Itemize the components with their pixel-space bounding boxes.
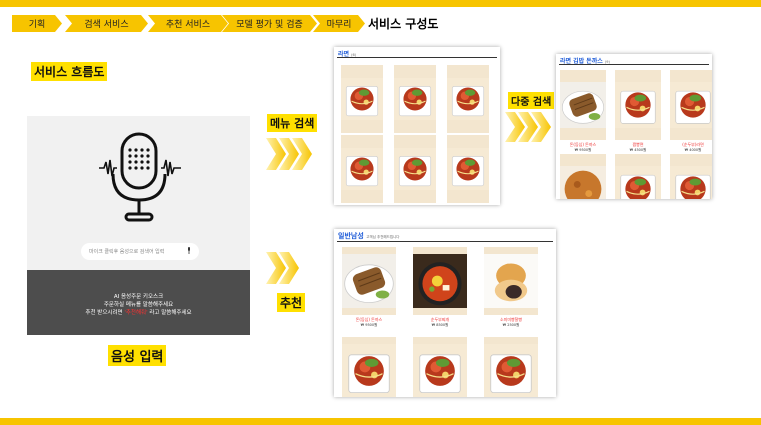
menu-item-card[interactable]	[341, 135, 383, 205]
search-result-panel: 라면 (6) 짬뽕면₩ 4500원(순두부)라면₩ 4000원치즈라면₩ 500…	[334, 47, 500, 205]
food-image	[560, 70, 606, 140]
nav-step-search-service[interactable]: 검색 서비스	[65, 15, 148, 32]
flow-label: 서비스 흐름도	[31, 62, 108, 81]
menu-item-price: ₩ 4000원	[684, 148, 702, 152]
menu-item-card[interactable]	[560, 154, 606, 199]
chevron-arrow-icon	[266, 138, 312, 170]
recommend-label: 추천	[277, 293, 306, 312]
menu-item-price: ₩ 8500원	[431, 323, 449, 327]
menu-item-card[interactable]: 짬뽕면₩ 4500원	[615, 70, 661, 154]
menu-search-label: 메뉴 검색	[267, 114, 318, 132]
menu-item-name: 짬뽕면	[632, 142, 644, 147]
top-accent-bar	[0, 0, 761, 7]
guide-text: 라고 말씀해주세요	[147, 310, 192, 316]
panel-header-sub: (6)	[351, 53, 357, 57]
panel-header-sub: 고객님 추천해드립니다	[366, 235, 400, 239]
microphone-icon[interactable]	[99, 130, 181, 226]
panel-header-sub: (9)	[604, 60, 610, 64]
menu-item-card[interactable]	[447, 135, 489, 205]
food-image	[341, 135, 383, 203]
panel-header: 라면 김밥 돈까스 (9)	[560, 56, 610, 65]
food-image	[670, 154, 712, 199]
food-image	[670, 70, 712, 140]
menu-item-card[interactable]	[413, 337, 467, 397]
guide-line-3: 추천 받으시려면 '추천해줘' 라고 말씀해주세요	[27, 308, 250, 316]
menu-item-name: 순두부찌개	[430, 317, 450, 322]
food-image	[447, 65, 489, 133]
guide-keyword: '추천해줘'	[124, 310, 148, 316]
nav-step-wrapup[interactable]: 마무리	[313, 15, 365, 32]
voice-kiosk-screen: 마이크 클릭후 음성으로 검색어 입력 AI 음성주문 키오스크 주문하실 메뉴…	[27, 116, 250, 335]
menu-item-name: (순두부)라면	[682, 142, 704, 147]
food-image	[615, 70, 661, 140]
menu-item-name: 돈(등심) 돈까스	[569, 142, 597, 147]
guide-line-2: 주문하실 메뉴를 말씀해주세요	[103, 302, 174, 308]
food-image	[394, 135, 436, 203]
menu-item-price: ₩ 9500원	[360, 323, 378, 327]
food-image	[484, 337, 538, 397]
menu-item-card[interactable]	[615, 154, 661, 199]
panel-header: 라면 (6)	[338, 49, 356, 58]
food-image	[341, 65, 383, 133]
menu-item-card[interactable]: 짬뽕면₩ 4500원	[341, 65, 383, 147]
panel-header-text: 라면 김밥 돈까스	[560, 58, 603, 65]
menu-item-card[interactable]	[342, 337, 396, 397]
menu-item-card[interactable]: 돈(등심) 돈까스₩ 9500원	[342, 247, 396, 329]
food-image	[560, 154, 606, 199]
divider	[559, 64, 709, 65]
food-image	[342, 337, 396, 397]
guide-line-1: AI 음성주문 키오스크	[113, 294, 164, 300]
menu-item-card[interactable]: 순두부찌개₩ 8500원	[413, 247, 467, 329]
guide-panel: AI 음성주문 키오스크 주문하실 메뉴를 말씀해주세요 추천 받으시려면 '추…	[27, 270, 250, 335]
chevron-arrow-icon	[505, 112, 551, 142]
food-image	[615, 154, 661, 199]
panel-header: 일반남성 고객님 추천해드립니다	[338, 231, 400, 241]
menu-item-card[interactable]: 돈(등심) 돈까스₩ 9500원	[560, 70, 606, 154]
menu-item-card[interactable]: 소미미빵찰빵₩ 2500원	[484, 247, 538, 329]
menu-item-price: ₩ 4500원	[629, 148, 647, 152]
voice-search-input[interactable]: 마이크 클릭후 음성으로 검색어 입력	[81, 243, 199, 260]
divider	[337, 241, 553, 242]
menu-item-name: 돈(등심) 돈까스	[355, 317, 383, 322]
panel-header-text: 일반남성	[338, 232, 364, 240]
menu-item-card[interactable]	[394, 135, 436, 205]
nav-step-label: 검색 서비스	[84, 20, 129, 30]
bottom-accent-bar	[0, 418, 761, 425]
nav-step-model-evaluation[interactable]: 모델 평가 및 검증	[222, 15, 317, 32]
menu-item-price: ₩ 2500원	[502, 323, 520, 327]
food-image	[394, 65, 436, 133]
guide-text: 추천 받으시려면	[85, 310, 125, 316]
nav-step-label: 기획	[28, 20, 46, 30]
food-image	[342, 247, 396, 315]
nav-step-label: 모델 평가 및 검증	[236, 20, 303, 30]
nav-step-recommend-service[interactable]: 추천 서비스	[148, 15, 228, 32]
panel-header-text: 라면	[338, 51, 350, 58]
menu-item-card[interactable]	[484, 337, 538, 397]
nav-step-label: 마무리	[326, 20, 352, 30]
food-image	[484, 247, 538, 315]
nav-step-label: 추천 서비스	[165, 20, 211, 30]
voice-input-label: 음성 입력	[108, 345, 167, 366]
menu-item-card[interactable]: 치즈라면₩ 5000원	[447, 65, 489, 147]
nav-step-planning[interactable]: 기획	[12, 15, 62, 32]
search-placeholder: 마이크 클릭후 음성으로 검색어 입력	[89, 249, 165, 255]
multi-search-label: 다중 검색	[508, 92, 555, 109]
menu-item-price: ₩ 9500원	[574, 148, 592, 152]
food-image	[413, 337, 467, 397]
food-image	[447, 135, 489, 203]
menu-item-name: 소미미빵찰빵	[499, 317, 523, 322]
divider	[337, 57, 497, 58]
chevron-arrow-icon	[266, 252, 299, 284]
menu-item-card[interactable]	[670, 154, 712, 199]
mic-small-icon[interactable]	[187, 247, 191, 254]
page-title: 서비스 구성도	[368, 17, 439, 31]
menu-item-card[interactable]: (순두부)라면₩ 4000원	[670, 70, 712, 154]
food-image	[413, 247, 467, 315]
